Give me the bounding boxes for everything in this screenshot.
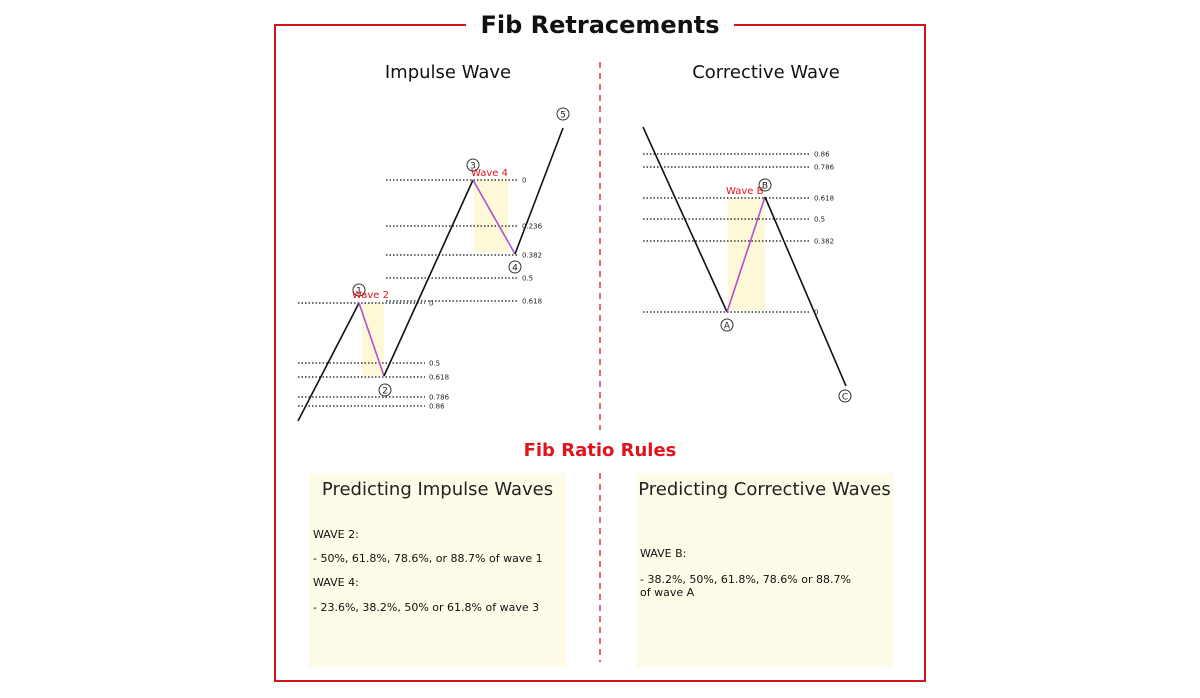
corrective-point-C-circle — [838, 389, 852, 403]
corrective-point-B-label: B — [762, 182, 768, 192]
waveA-level-0.786-label: 0.786 — [814, 164, 835, 172]
wave1-level-0.786-label: 0.786 — [429, 394, 450, 402]
waveB-annotation: Wave B — [726, 186, 764, 197]
corrective-wave-b — [726, 196, 766, 313]
waveA-level-0.86-label: 0.86 — [814, 151, 830, 159]
wave2-rule: - 50%, 61.8%, 78.6%, or 88.7% of wave 1 — [313, 552, 543, 565]
wave4-annotation: Wave 4 — [471, 168, 508, 179]
corrective-wave-c — [764, 196, 847, 387]
impulse-point-2-circle — [378, 383, 392, 397]
waveA-level-0.618-label: 0.618 — [814, 195, 834, 203]
impulse-point-5-label: 5 — [560, 111, 566, 121]
impulse-rules-card: Predicting Impulse Waves WAVE 2: - 50%, … — [309, 473, 566, 667]
corrective-point-A-label: A — [724, 322, 731, 332]
impulse-wave-3 — [383, 179, 474, 377]
impulse-point-5-circle — [556, 107, 570, 121]
page-title: Fib Retracements — [466, 7, 734, 43]
impulse-point-1-circle — [352, 283, 366, 297]
wave1-level-0-label: 0 — [429, 300, 433, 308]
waveA-level-0.5-label: 0.5 — [814, 216, 825, 224]
impulse-wave-2 — [358, 302, 385, 377]
waveA-level-0-label: 0 — [814, 309, 818, 317]
corrective-point-C-label: C — [842, 393, 848, 403]
corrective-point-A-circle — [720, 318, 734, 332]
wave3-level-0.382-label: 0.382 — [522, 252, 542, 260]
waveA-level-0.382-label: 0.382 — [814, 238, 834, 246]
waveB-heading: WAVE B: — [640, 547, 687, 560]
impulse-point-3-circle — [466, 158, 480, 172]
impulse-wave-title: Impulse Wave — [384, 62, 512, 83]
wave1-level-0.5-label: 0.5 — [429, 360, 440, 368]
wave1-level-0.86-label: 0.86 — [429, 403, 445, 411]
impulse-point-4-label: 4 — [512, 264, 518, 274]
wave3-level-0.236-label: 0.236 — [522, 223, 543, 231]
wave2-annotation: Wave 2 — [352, 290, 389, 301]
impulse-wave-1 — [297, 302, 360, 422]
corrective-rules-card: Predicting Corrective Waves WAVE B: - 38… — [636, 473, 893, 667]
impulse-point-1-label: 1 — [356, 287, 362, 297]
wave3-level-0.5-label: 0.5 — [522, 275, 533, 283]
corrective-point-B-circle — [758, 178, 772, 192]
impulse-point-4-circle — [508, 260, 522, 274]
impulse-wave-4 — [472, 179, 516, 255]
corrective-wave-title: Corrective Wave — [692, 62, 840, 83]
corrective-wave-a — [642, 126, 728, 313]
wave4-heading: WAVE 4: — [313, 576, 359, 589]
waveB-rule: - 38.2%, 50%, 61.8%, 78.6% or 88.7% of w… — [640, 573, 851, 599]
fib-ratio-rules-title: Fib Ratio Rules — [523, 440, 677, 461]
wave4-rule: - 23.6%, 38.2%, 50% or 61.8% of wave 3 — [313, 601, 540, 614]
impulse-card-title: Predicting Impulse Waves — [321, 479, 554, 500]
wave1-level-0.618-label: 0.618 — [429, 374, 449, 382]
wave3-level-0-label: 0 — [522, 177, 526, 185]
corrective-card-title: Predicting Corrective Waves — [638, 479, 891, 500]
wave3-level-0.618-label: 0.618 — [522, 298, 542, 306]
wave2-heading: WAVE 2: — [313, 528, 359, 541]
impulse-wave-5 — [514, 127, 564, 255]
impulse-point-3-label: 3 — [470, 162, 476, 172]
impulse-point-2-label: 2 — [382, 387, 388, 397]
